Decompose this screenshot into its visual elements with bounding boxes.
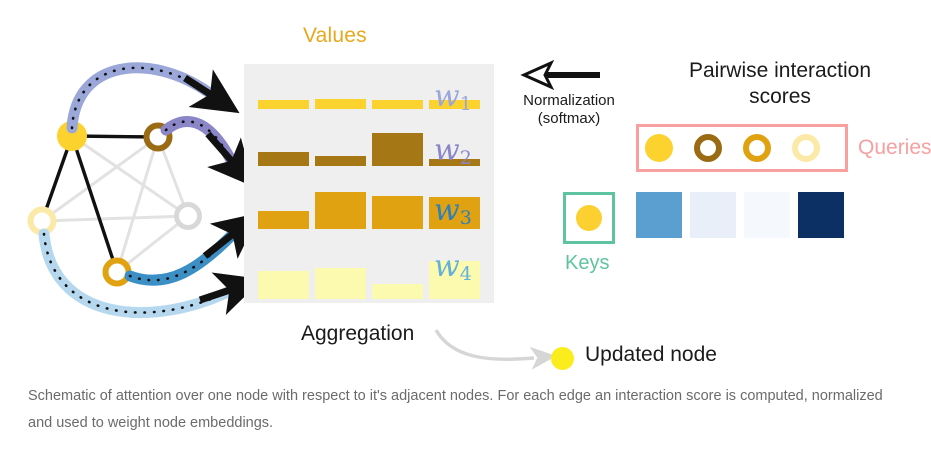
query-circle-q1[interactable] bbox=[645, 134, 673, 162]
weight-subscript-w3: 3 bbox=[459, 207, 472, 229]
value-bar-w3-d2 bbox=[315, 191, 366, 229]
normalization-label: Normalization (softmax) bbox=[506, 92, 632, 129]
value-bar-w1-d1 bbox=[258, 100, 309, 109]
value-bar-w4-d1 bbox=[258, 271, 309, 299]
weight-subscript-w4: 4 bbox=[459, 263, 472, 285]
weight-arrow-w1 bbox=[66, 62, 240, 134]
edge-brown-gold bbox=[115, 135, 160, 274]
value-bar-w3-d4 bbox=[429, 197, 480, 229]
weight-label-w1: w1 bbox=[434, 82, 472, 114]
value-bar-w1-d2 bbox=[315, 98, 366, 109]
normalization-line-2: (softmax) bbox=[537, 110, 601, 128]
value-bar-w2-d1 bbox=[258, 151, 309, 166]
normalization-arrow bbox=[520, 59, 600, 91]
weight-symbol-w2: w bbox=[434, 133, 460, 168]
key-score-square-k2 bbox=[690, 192, 736, 238]
node-center[interactable] bbox=[57, 121, 87, 151]
weight-label-w2: w2 bbox=[434, 136, 472, 168]
graph-nodes bbox=[27, 121, 202, 287]
weight-label-w4: w4 bbox=[434, 252, 472, 284]
edge-center-pale bbox=[40, 134, 74, 223]
keys-label: Keys bbox=[565, 252, 610, 274]
node-grey-ring[interactable] bbox=[174, 202, 202, 230]
weight-arrow-w3 bbox=[124, 212, 260, 286]
weight-label-w3: w3 bbox=[434, 196, 472, 228]
value-bar-w3-d1 bbox=[258, 211, 309, 229]
weight-subscript-w2: 2 bbox=[459, 147, 472, 169]
query-circle-q2[interactable] bbox=[694, 134, 722, 162]
edge-pale-grey bbox=[40, 214, 190, 223]
query-circle-q3[interactable] bbox=[743, 134, 771, 162]
value-bar-w2-d4 bbox=[429, 158, 480, 166]
value-bar-w1-d4 bbox=[429, 99, 480, 109]
value-bar-w2-d3 bbox=[372, 133, 423, 166]
normalization-line-1: Normalization bbox=[523, 92, 615, 109]
aggregation-label: Aggregation bbox=[301, 322, 415, 345]
figure-caption: Schematic of attention over one node wit… bbox=[28, 388, 883, 431]
weight-symbol-w3: w bbox=[434, 193, 460, 228]
value-bar-w4-d4 bbox=[429, 260, 480, 299]
edge-brown-pale bbox=[40, 135, 160, 223]
value-bar-w4-d3 bbox=[372, 283, 423, 299]
updated-node-circle bbox=[551, 347, 574, 370]
weight-symbol-w4: w bbox=[434, 249, 460, 284]
edge-center-gold bbox=[70, 134, 119, 274]
pairwise-scores-title: Pairwise interaction scores bbox=[640, 58, 920, 111]
pairwise-line-2: scores bbox=[749, 85, 811, 109]
weight-arrow-w4 bbox=[38, 228, 263, 319]
edge-gold-grey bbox=[115, 214, 190, 274]
edge-center-grey bbox=[70, 134, 190, 218]
updated-node-label: Updated node bbox=[585, 343, 717, 366]
value-bar-w4-d2 bbox=[315, 268, 366, 299]
value-bar-w1-d3 bbox=[372, 100, 423, 109]
queries-label: Queries bbox=[858, 136, 931, 159]
value-bar-w3-d3 bbox=[372, 196, 423, 229]
weight-symbol-w1: w bbox=[434, 79, 460, 114]
pairwise-line-1: Pairwise interaction bbox=[688, 59, 872, 82]
keys-node-circle bbox=[576, 205, 602, 231]
aggregation-arrow bbox=[434, 329, 557, 370]
node-gold-ring[interactable] bbox=[102, 257, 132, 287]
key-score-square-k3 bbox=[744, 192, 790, 238]
value-bar-w2-d2 bbox=[315, 156, 366, 166]
key-score-square-k4 bbox=[798, 192, 844, 238]
key-score-square-k1 bbox=[636, 192, 682, 238]
values-title: Values bbox=[303, 24, 367, 47]
query-circle-q4[interactable] bbox=[792, 134, 820, 162]
weight-arrow-w2 bbox=[160, 116, 255, 188]
weight-subscript-w1: 1 bbox=[459, 93, 472, 115]
